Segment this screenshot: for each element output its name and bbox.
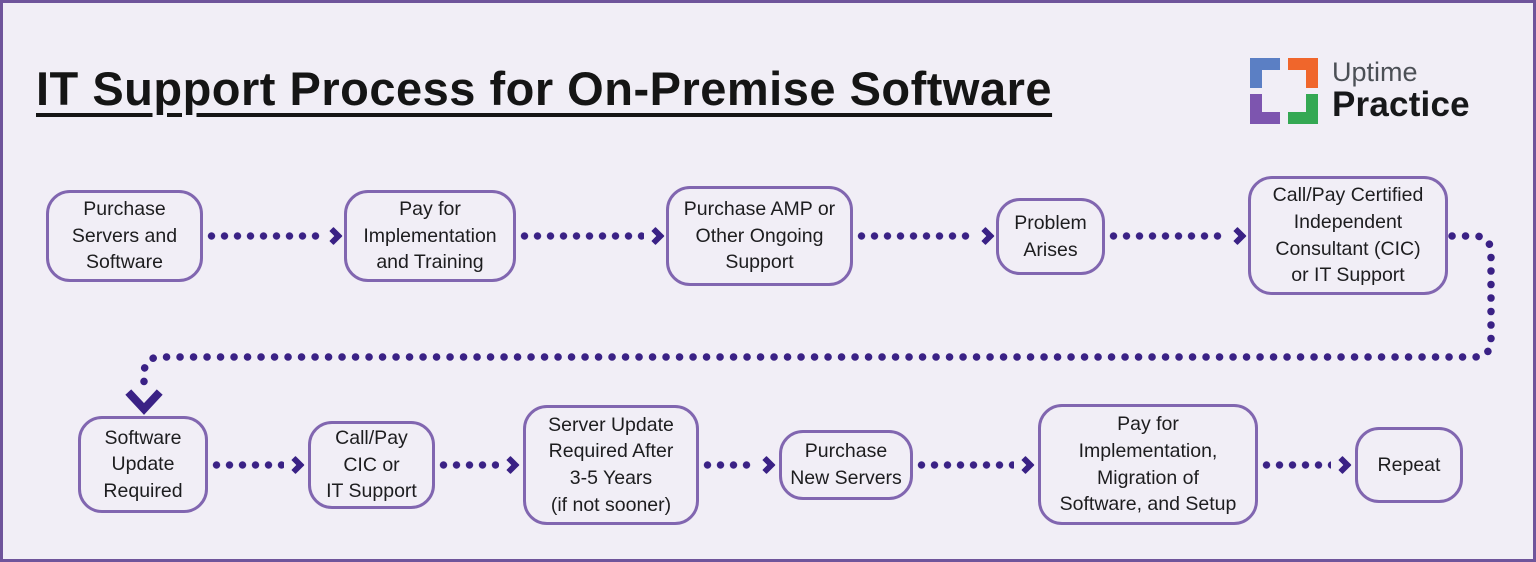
dotted-line <box>701 461 755 469</box>
page-title: IT Support Process for On-Premise Softwa… <box>36 62 1053 115</box>
logo-word-practice: Practice <box>1332 84 1470 124</box>
arrow-row2-4 <box>915 455 1035 475</box>
logo-word-uptime: Uptime <box>1332 57 1418 88</box>
arrow-row1-3 <box>855 226 995 246</box>
dotted-line <box>915 461 1014 469</box>
logo-wordmark: Uptime Practice <box>1332 58 1470 123</box>
dotted-line <box>518 232 644 240</box>
dotted-line <box>437 461 499 469</box>
flow-node-purchase-amp-support: Purchase AMP or Other Ongoing Support <box>666 186 853 286</box>
uptime-practice-logo-icon <box>1250 58 1318 124</box>
flow-node-pay-implementation-training: Pay for Implementation and Training <box>344 190 516 282</box>
flow-node-pay-implementation-migration-setup: Pay for Implementation, Migration of Sof… <box>1038 404 1258 525</box>
return-connector <box>125 232 1495 415</box>
dotted-line <box>855 232 974 240</box>
arrowhead-right-icon <box>501 455 520 475</box>
flow-node-server-update-required: Server Update Required After 3-5 Years (… <box>523 405 699 525</box>
flow-node-purchase-new-servers: Purchase New Servers <box>779 430 913 500</box>
arrowhead-right-icon <box>1016 455 1035 475</box>
arrow-row1-4 <box>1107 226 1247 246</box>
arrowhead-down-icon <box>125 389 163 415</box>
uptime-practice-logo: Uptime Practice <box>1250 58 1470 124</box>
flow-node-software-update-required: Software Update Required <box>78 416 208 513</box>
flow-node-call-pay-cic-or-it-support: Call/Pay CIC or IT Support <box>308 421 435 509</box>
dotted-line <box>1260 461 1331 469</box>
flow-node-repeat: Repeat <box>1355 427 1463 503</box>
arrowhead-right-icon <box>1333 455 1352 475</box>
dotted-line <box>205 232 322 240</box>
flow-node-call-pay-cic-it-support: Call/Pay Certified Independent Consultan… <box>1248 176 1448 295</box>
arrow-row2-5 <box>1260 455 1352 475</box>
arrow-row1-2 <box>518 226 665 246</box>
flow-node-problem-arises: Problem Arises <box>996 198 1105 275</box>
arrowhead-right-icon <box>757 455 776 475</box>
dotted-line <box>210 461 284 469</box>
arrow-row2-1 <box>210 455 305 475</box>
arrow-row1-1 <box>205 226 343 246</box>
arrowhead-right-icon <box>286 455 305 475</box>
arrow-row2-2 <box>437 455 520 475</box>
dotted-line <box>1107 232 1226 240</box>
flow-node-purchase-servers-software: Purchase Servers and Software <box>46 190 203 282</box>
arrow-row2-3 <box>701 455 776 475</box>
